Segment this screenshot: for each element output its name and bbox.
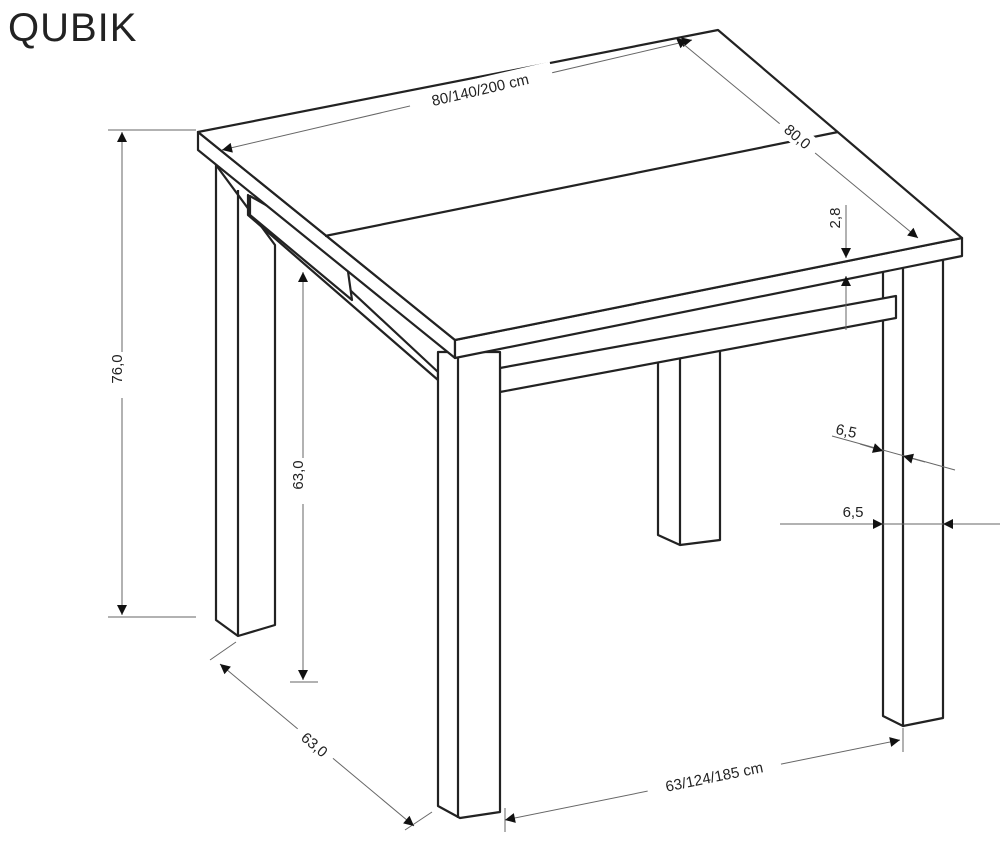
dim-frame-length: 63/124/185 cm [504,728,904,832]
dim-width: 80,0 [675,37,919,239]
dim-leg-width-b-label: 6,5 [843,504,864,521]
dim-leg-clearance: 63,0 [290,272,318,683]
product-title: QUBIK [8,6,138,50]
right-leg [881,250,945,728]
dim-height-label: 76,0 [109,354,126,383]
dim-leg-clearance-label: 63,0 [290,460,307,489]
dim-leg-width-a: 6,5 [831,421,956,471]
dim-top-thickness: 2,8 [827,205,851,330]
dim-frame-depth: 63,0 [209,641,433,831]
dim-leg-width-b: 6,5 [780,504,1000,529]
dim-frame-length-label: 63/124/185 cm [664,759,765,795]
dim-height: 76,0 [108,129,196,618]
dim-leg-width-a-label: 6,5 [834,421,858,442]
back-leg [656,343,722,547]
left-leg [214,163,277,638]
dim-top-thickness-label: 2,8 [827,208,844,229]
front-leg [436,350,502,820]
